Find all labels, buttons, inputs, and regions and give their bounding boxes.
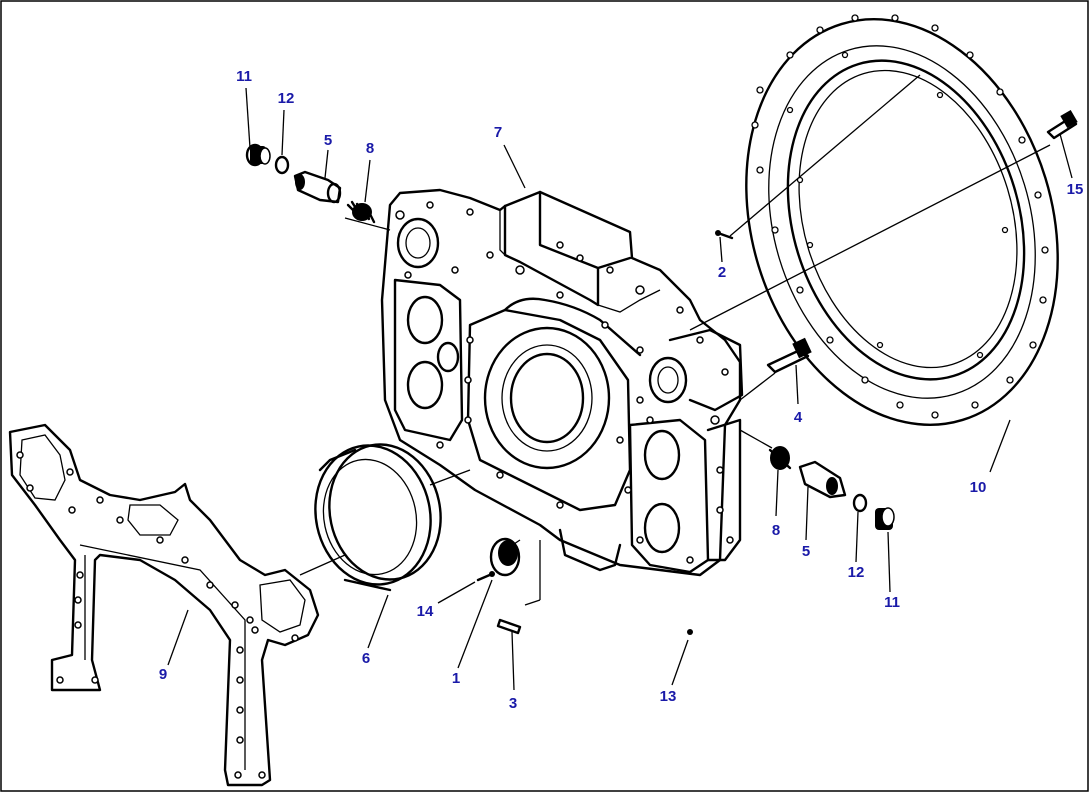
part-12-oring-lower bbox=[852, 493, 868, 513]
part-8-spring-lower bbox=[768, 446, 792, 470]
callout-3: 3 bbox=[509, 695, 517, 712]
part-9-cover-gasket bbox=[8, 423, 320, 787]
part-13-pin bbox=[687, 629, 693, 635]
callout-12-lower: 12 bbox=[848, 564, 865, 581]
part-8-spring-upper bbox=[346, 200, 376, 224]
part-4-bolt bbox=[766, 337, 812, 374]
callout-8-upper: 8 bbox=[366, 140, 374, 157]
callout-9: 9 bbox=[159, 666, 167, 683]
part-15-bolt bbox=[1046, 109, 1078, 140]
callout-1: 1 bbox=[452, 670, 460, 687]
callout-6: 6 bbox=[362, 650, 370, 667]
part-5-valve-upper bbox=[293, 170, 342, 204]
part-3-dowel bbox=[496, 618, 522, 635]
part-11-plug-lower bbox=[875, 507, 895, 530]
callout-4: 4 bbox=[794, 409, 803, 426]
callout-15: 15 bbox=[1067, 181, 1084, 198]
callout-leaders bbox=[167, 87, 1073, 691]
callout-labels: 11 12 5 8 7 2 15 4 10 8 5 12 11 9 6 14 1… bbox=[159, 68, 1084, 712]
callout-5-lower: 5 bbox=[802, 543, 810, 560]
callout-12-upper: 12 bbox=[278, 90, 295, 107]
part-1-plug bbox=[489, 537, 521, 577]
part-11-plug-upper bbox=[245, 143, 271, 167]
callout-11-upper: 11 bbox=[236, 68, 252, 85]
part-14-pin bbox=[476, 571, 495, 582]
callout-2: 2 bbox=[718, 264, 726, 281]
callout-11-lower: 11 bbox=[884, 594, 900, 611]
part-7-gear-housing bbox=[380, 188, 744, 577]
callout-8-lower: 8 bbox=[772, 522, 780, 539]
callout-14: 14 bbox=[417, 603, 434, 620]
callout-13: 13 bbox=[660, 688, 677, 705]
callout-5-upper: 5 bbox=[324, 132, 332, 149]
callout-10: 10 bbox=[970, 479, 987, 496]
part-12-oring-upper bbox=[274, 155, 290, 175]
callout-7: 7 bbox=[494, 124, 502, 141]
part-6-seal-ring bbox=[314, 443, 442, 592]
part-2-dowel-pin bbox=[715, 230, 734, 240]
part-10-ring-gasket bbox=[745, 14, 1059, 426]
alignment-lines bbox=[299, 74, 1051, 606]
part-5-valve-lower bbox=[798, 460, 847, 499]
